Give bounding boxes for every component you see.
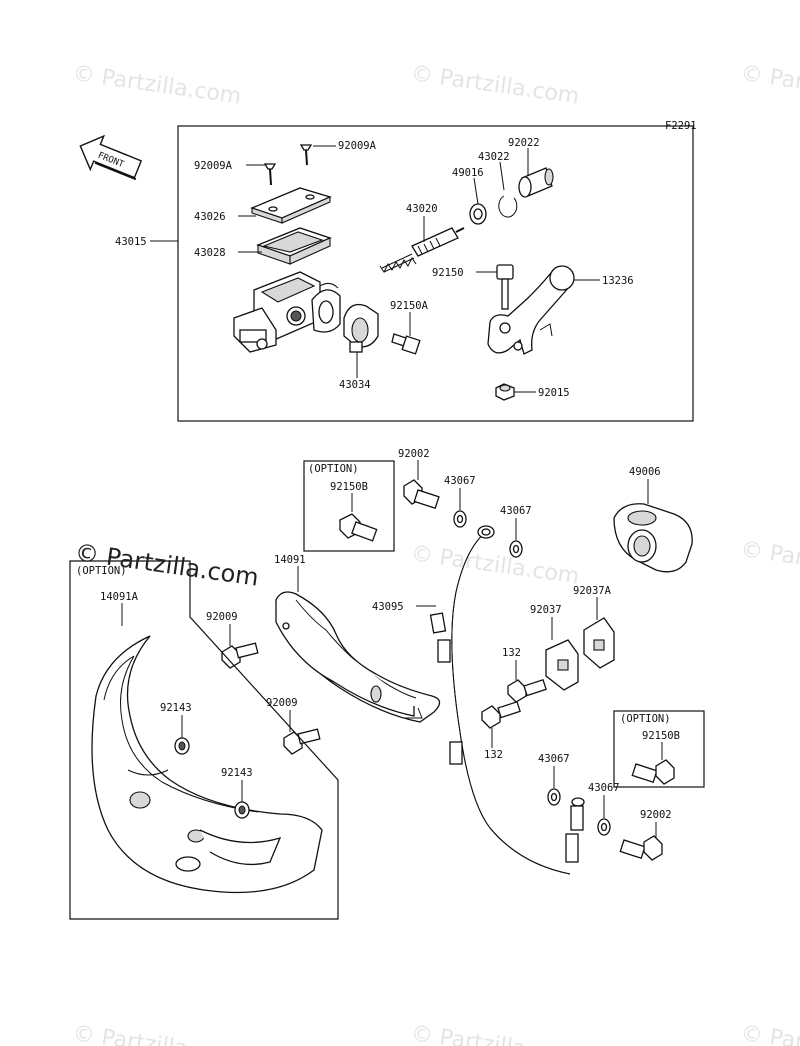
callout-92037a: 92037A [573,585,612,597]
bolt-92150b-top [339,513,378,542]
screw-92009a-left [263,163,277,186]
callout-92037: 92037 [530,604,562,616]
watermark: © Partzilla.com [739,61,800,109]
callout-92143: 92143 [221,767,253,779]
hose-bracket-92037 [545,639,579,691]
watermark: © Partzilla.com [739,537,800,585]
callout-92143: 92143 [160,702,192,714]
bolt-132-lower [481,701,521,729]
callout-92015: 92015 [538,387,570,399]
watermark: © Partzilla.com [409,61,581,109]
option-label: (OPTION) [620,713,671,725]
callout-92009a: 92009A [194,160,233,172]
callout-92009: 92009 [206,611,238,623]
bolt-92150b-bottom [631,759,675,785]
handlebar-clamp [343,303,379,353]
callout-43034: 43034 [339,379,371,391]
option-box-right [613,710,705,788]
callout-92150a: 92150A [390,300,429,312]
nut-92015 [495,383,515,401]
screw-92009-upper [221,642,259,669]
callout-92009a: 92009A [338,140,377,152]
callout-43095: 43095 [372,601,404,613]
callout-92150b: 92150B [330,481,368,493]
callout-43067: 43067 [538,753,570,765]
bolt-92150a [391,333,421,355]
option-label: (OPTION) [308,463,359,475]
callout-14091a: 14091A [100,591,139,603]
watermark: © Partzilla.com [409,541,581,589]
circlip-43022 [498,195,518,218]
callout-92022: 49016 [452,167,484,179]
callout-43015: 43015 [115,236,147,248]
callout-13236: 13236 [602,275,634,287]
callout-43020: 43020 [406,203,438,215]
watermark: © Partzilla.com [739,1021,800,1046]
heel-guard-14091a [91,635,323,894]
callout-43067: 43067 [444,475,476,487]
piston-spring-assembly [379,227,465,273]
watermark: © Partzilla.com [409,1021,581,1046]
callout-43067: 43067 [500,505,532,517]
callout-43067: 43067 [588,782,620,794]
master-cylinder-assembly-frame [177,125,694,422]
callout-49006: 49006 [629,466,661,478]
option-box-left [69,560,339,920]
option-label: (OPTION) [76,565,127,577]
heel-guard-14091 [275,591,441,723]
watermark: © Partzilla.com [71,1021,243,1046]
callout-43022: 43022 [478,151,510,163]
hose-bracket-92037a [583,617,615,669]
pivot-bolt-92150 [496,264,514,310]
brake-lever [487,265,575,355]
screw-92009a-right [299,144,313,166]
bolt-132-upper [507,679,547,703]
front-arrow-icon: FRONT [79,134,143,181]
callout-43026: 43026 [194,211,226,223]
master-cylinder-body [233,271,341,353]
watermark: © Partzilla.com [71,61,243,109]
banjo-bolt-92002-bottom [619,835,663,861]
callout-92150: 92150 [432,267,464,279]
callout-92150b: 92150B [642,730,680,742]
callout-92002: 92002 [398,448,430,460]
banjo-bolt-92002-top [403,479,440,510]
callout-49016: 92022 [508,137,540,149]
callout-92002: 92002 [640,809,672,821]
callout-14091: 14091 [274,554,306,566]
callout-43028: 43028 [194,247,226,259]
dust-boot-49016 [518,167,554,198]
lever-guard-49006 [613,503,693,573]
callout-132: 132 [502,647,521,659]
screw-92009-lower [283,728,321,755]
callout-92009: 92009 [266,697,298,709]
callout-132: 132 [484,749,503,761]
option-box-top [303,460,395,552]
brake-hose [429,525,585,875]
watermark: © Partzilla.com [73,538,260,592]
